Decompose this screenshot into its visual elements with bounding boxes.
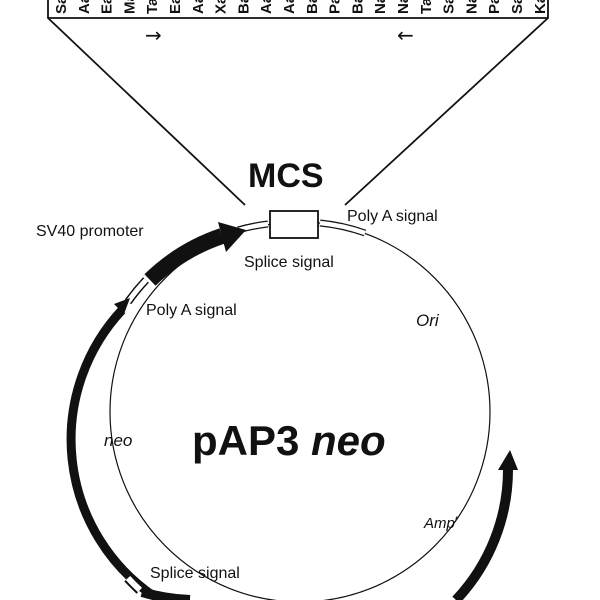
restriction-site-label: Aa: [281, 0, 298, 14]
restriction-site-label: Ba: [349, 0, 366, 14]
plasmid-name: pAP3 neo: [192, 417, 386, 464]
funnel-right-line: [344, 0, 549, 206]
splice-signal-bottom-label: Splice signal: [150, 565, 240, 582]
restriction-site-list: Sa Aa Ea Ma Ta Ea Aa Xa Ba Aa Aa Ba Pa Ba Na Na Ta Sa Na Pa…: [53, 0, 549, 14]
restriction-site-label: Na: [463, 0, 480, 14]
poly-a-segment-left-fill: [125, 278, 148, 304]
splice-signal-top-label: Splice signal: [244, 254, 334, 271]
restriction-site-label: Ka: [532, 0, 549, 14]
forward-arrow: →: [145, 23, 162, 47]
poly-a-segment-top-fill: [319, 220, 366, 236]
reverse-arrow: ←: [397, 23, 414, 47]
neo-gene-arrowhead: [114, 298, 130, 314]
restriction-site-label: Aa: [76, 0, 93, 14]
ori-label: Ori: [416, 311, 440, 330]
plasmid-name-italic: neo: [311, 417, 386, 464]
restriction-site-label: Ea: [99, 0, 116, 14]
amp-label: Ampr: [423, 514, 459, 532]
mcs-label: MCS: [248, 157, 324, 195]
sv40-promoter-arrowhead: [218, 222, 246, 252]
plasmid-name-regular: pAP3: [192, 417, 311, 464]
restriction-site-label: Ma: [121, 0, 138, 14]
restriction-site-label: Sa: [53, 0, 70, 14]
neo-label: neo: [104, 431, 132, 450]
restriction-site-label: Sa: [441, 0, 458, 14]
sv40-promoter-arc: [144, 228, 225, 286]
amp-gene-arrowhead: [498, 450, 518, 470]
restriction-site-label: Ba: [304, 0, 321, 14]
neo-gene-arc: [66, 306, 155, 599]
restriction-site-label: Na: [372, 0, 389, 14]
restriction-site-label: Ba: [235, 0, 252, 14]
amp-gene-arc: [452, 467, 514, 600]
poly-a-signal-top-label: Poly A signal: [347, 208, 438, 225]
restriction-site-label: Ta: [144, 0, 161, 14]
splice-signal-segment-bottom-fill: [125, 575, 143, 593]
restriction-site-label: Ea: [167, 0, 184, 14]
restriction-site-label: Pa: [486, 0, 503, 14]
restriction-site-label: Aa: [258, 0, 275, 14]
sv40-promoter-label: SV40 promoter: [36, 223, 144, 240]
mcs-box: [269, 210, 319, 239]
bottom-gene-arc: [140, 587, 191, 600]
restriction-site-label: Ta: [418, 0, 435, 14]
plasmid-backbone: [109, 221, 491, 600]
restriction-site-label: Xa: [213, 0, 230, 14]
restriction-site-label: Aa: [190, 0, 207, 14]
restriction-site-label: Na: [395, 0, 412, 14]
mcs-zoom-outline: [47, 0, 549, 206]
restriction-site-label: Sa: [509, 0, 526, 14]
poly-a-signal-left-label: Poly A signal: [146, 302, 237, 319]
restriction-site-label: Pa: [327, 0, 344, 14]
